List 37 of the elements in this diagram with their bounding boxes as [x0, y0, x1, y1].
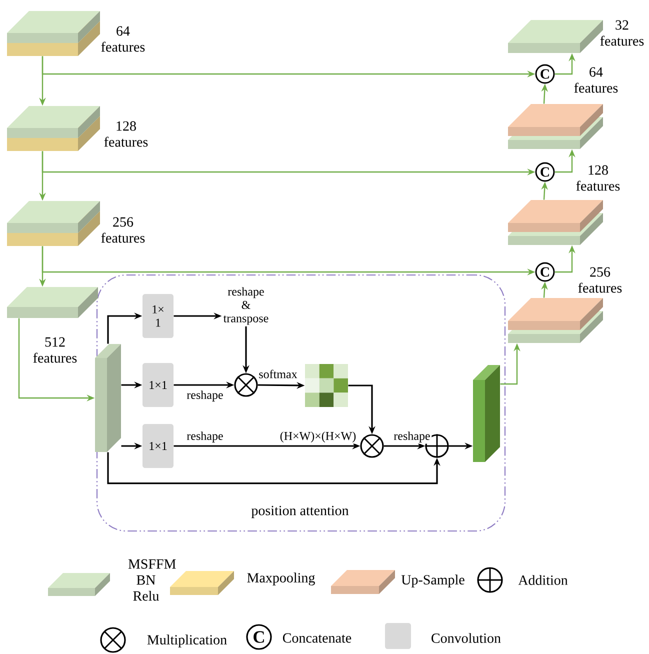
feature-count-label: 64 features [574, 67, 618, 93]
legend-label: Concatenate [282, 633, 352, 643]
feature-count-label: 512 features [33, 337, 77, 363]
convolution-box: 1×1 [142, 424, 174, 468]
multiplication-symbol [360, 434, 384, 458]
feature-count-label: 64 features [101, 26, 145, 52]
edge-label: reshape [185, 430, 225, 444]
feature-count-label: 128 features [104, 121, 148, 147]
multiplication-symbol [234, 373, 258, 397]
operation-label: reshape & transpose [223, 287, 268, 325]
legend-label: Maxpooling [247, 572, 315, 586]
legend-label: Convolution [432, 633, 501, 643]
symbol-letter: C [254, 631, 264, 643]
legend-label: Addition [518, 575, 568, 585]
feature-map-drawing [7, 11, 100, 56]
feature-count-label: 32 features [600, 20, 644, 46]
convolution-box: 1×1 [142, 363, 174, 407]
convolution-box: 1× 1 [142, 294, 174, 338]
feature-count-label: 128 features [576, 165, 620, 191]
feature-map-drawing [508, 200, 603, 245]
legend-label: Up-Sample [401, 574, 464, 588]
feature-map-drawing [95, 344, 121, 452]
feature-map-drawing [508, 104, 603, 149]
feature-map-drawing [7, 287, 98, 318]
feature-count-label: 256 features [578, 267, 622, 293]
attention-map-drawing [305, 364, 348, 407]
edge-label: reshape [392, 430, 432, 444]
edge-label: softmax [257, 368, 299, 380]
feature-map-drawing [508, 298, 603, 343]
feature-map-drawing [473, 365, 500, 462]
edge-label: reshape [185, 389, 225, 403]
legend-label: MSFFM BN Relu [128, 559, 176, 601]
feature-map-drawing [7, 201, 100, 246]
legend-label: Multiplication [147, 634, 227, 648]
feature-count-label: 256 features [101, 217, 145, 243]
feature-map-drawing [7, 106, 100, 151]
dimension-label: (H×W)×(H×W) [278, 430, 358, 444]
